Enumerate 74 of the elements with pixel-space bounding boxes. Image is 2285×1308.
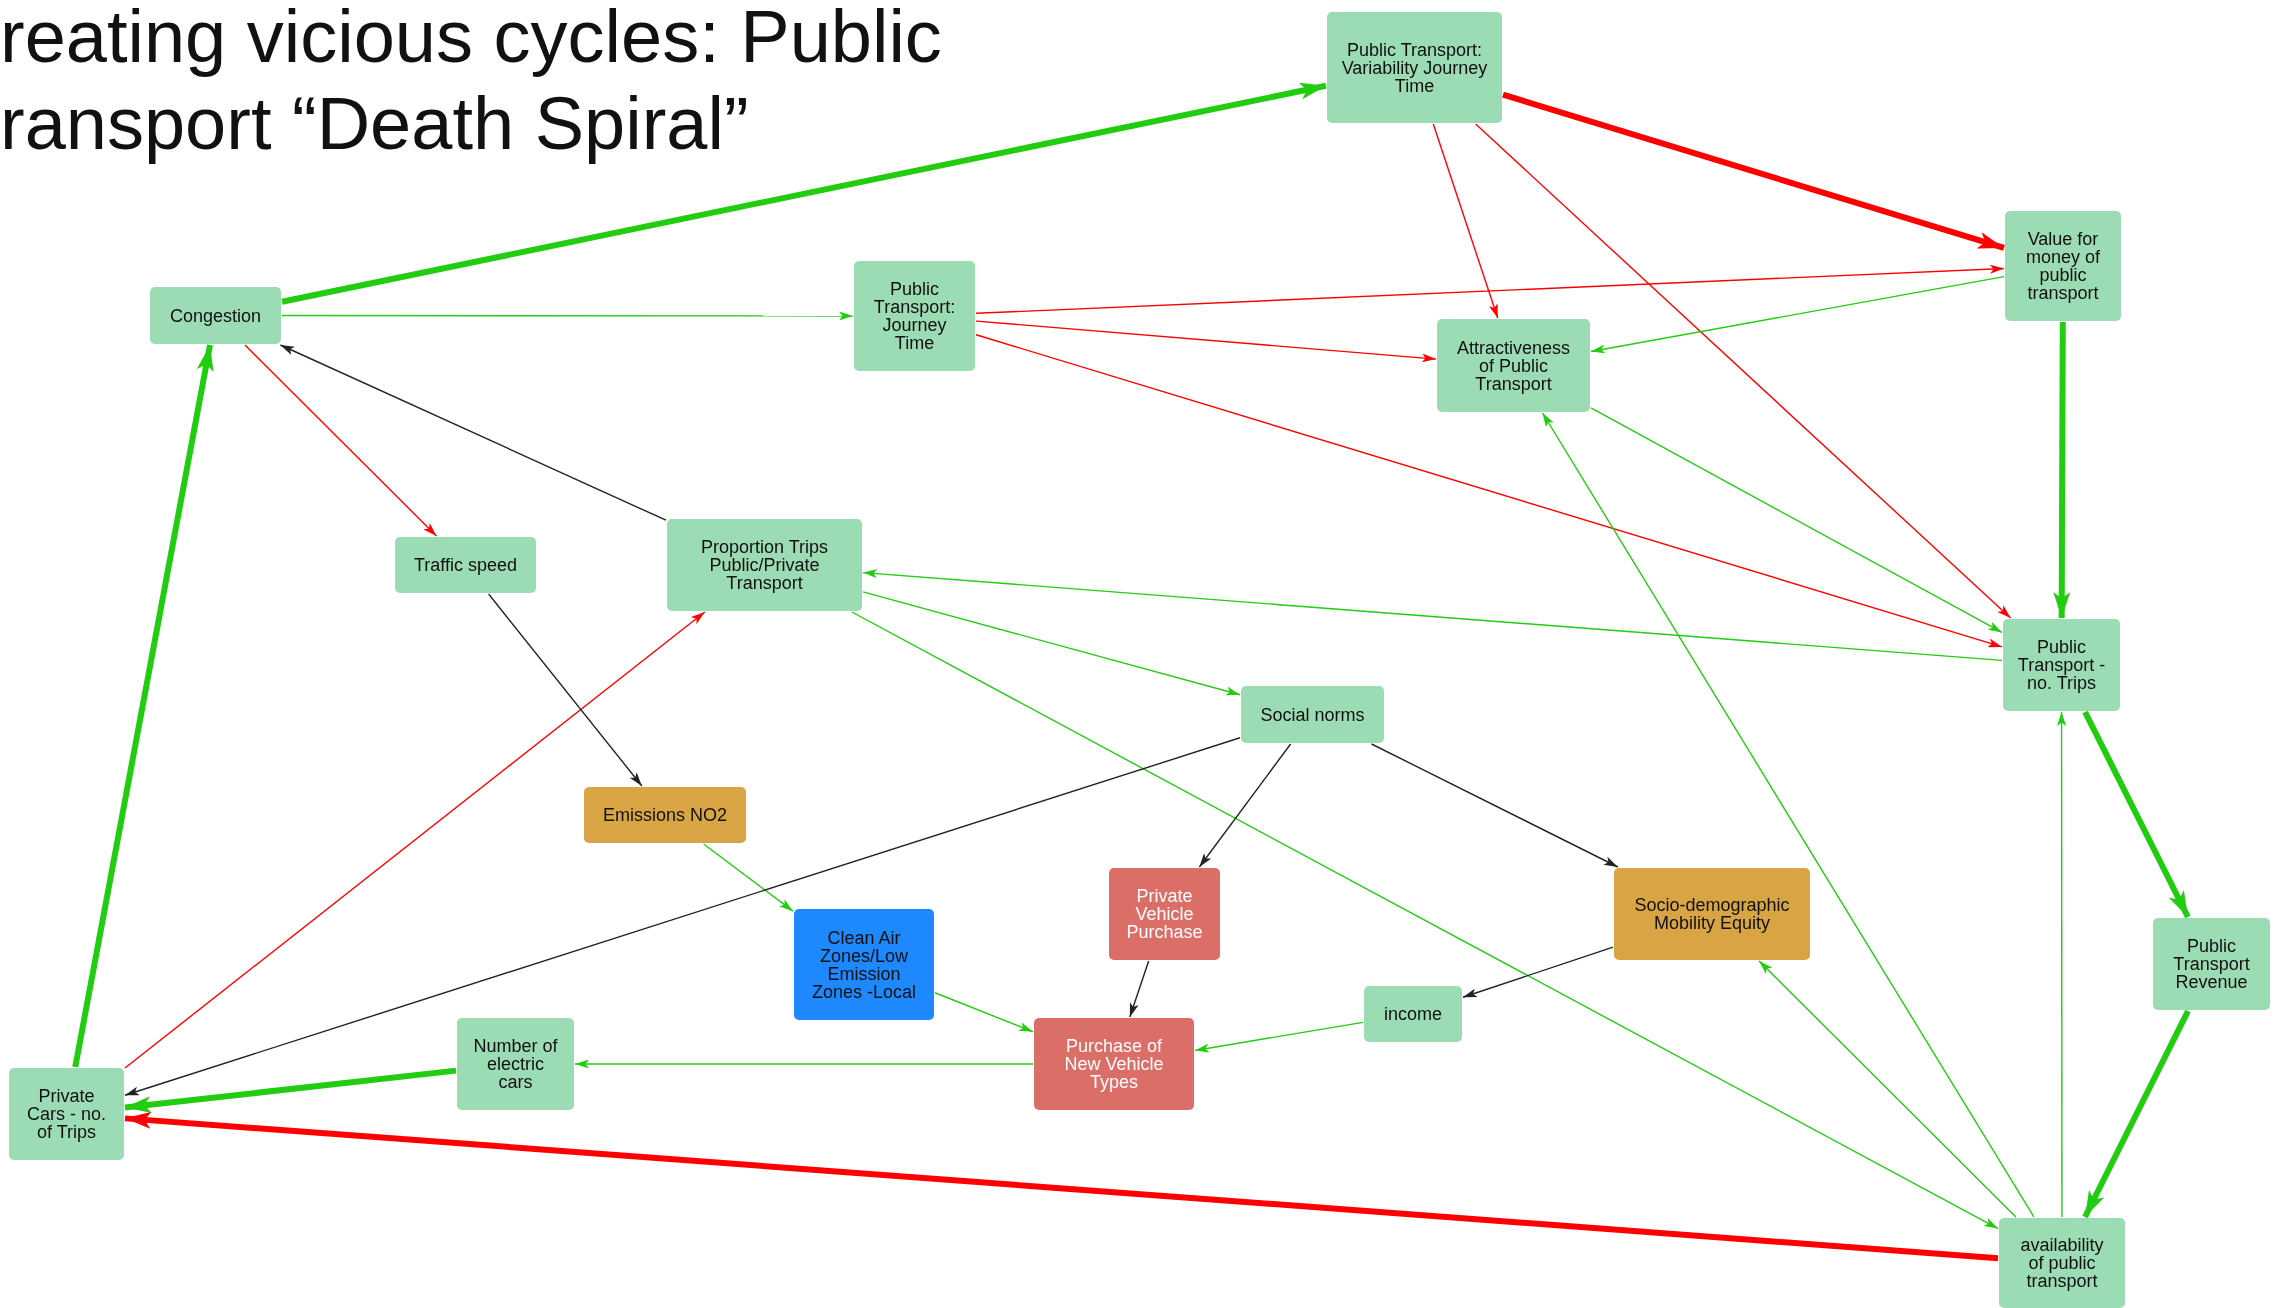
variable-box xyxy=(2005,211,2121,321)
causal-arrow xyxy=(574,1059,1034,1069)
causal-arrow xyxy=(1590,407,2003,634)
node-label: Congestion xyxy=(169,306,262,325)
causal-arrow xyxy=(487,593,643,787)
diagram-title: reating vicious cycles: Public ransport “Death Spiral” xyxy=(0,0,943,167)
node-label: Traffic speed xyxy=(413,556,518,574)
variable-box xyxy=(1364,986,1462,1042)
node-label: Public Transport: Journey Time xyxy=(872,280,957,352)
node-label: availability of public transport xyxy=(2019,1236,2105,1290)
causal-arrow xyxy=(1590,276,2005,354)
causal-arrow xyxy=(2053,322,2071,618)
causal-arrow xyxy=(934,992,1034,1033)
variable-box xyxy=(584,787,746,843)
causal-arrow xyxy=(244,344,438,537)
variable-box xyxy=(395,537,536,593)
causal-arrow xyxy=(1502,91,2005,251)
causal-arrow xyxy=(702,843,794,912)
causal-arrow xyxy=(1475,123,2012,619)
variable-box xyxy=(2153,918,2270,1010)
causal-arrow xyxy=(1198,743,1292,868)
causal-arrow xyxy=(1129,960,1150,1018)
causal-arrow xyxy=(72,344,214,1068)
variable-box xyxy=(457,1018,574,1110)
node-label: Number of electric cars xyxy=(472,1037,559,1091)
causal-arrow xyxy=(124,611,706,1069)
node-label: income xyxy=(1384,1005,1442,1023)
node-label: Emissions NO2 xyxy=(603,806,727,824)
causal-arrow xyxy=(975,264,2005,314)
causal-arrow xyxy=(975,334,2003,648)
node-label: Public Transport - no. Trips xyxy=(2017,638,2106,692)
node-label: Public Transport Revenue xyxy=(2172,937,2251,991)
policy-box xyxy=(794,909,934,1020)
causal-arrow xyxy=(1462,946,1614,998)
causal-arrow xyxy=(1758,960,2017,1218)
causal-arrow xyxy=(862,569,2003,662)
variable-box xyxy=(150,287,281,344)
causal-arrow xyxy=(2057,711,2067,1218)
node-label: Value for money of public transport xyxy=(2024,230,2101,302)
variable-box xyxy=(1999,1218,2125,1308)
causal-arrow xyxy=(1194,1021,1364,1053)
causal-arrow xyxy=(2082,710,2191,919)
variable-box xyxy=(9,1068,124,1160)
causal-arrow xyxy=(279,344,667,521)
variable-box xyxy=(1327,12,1502,123)
causal-arrow xyxy=(124,737,1241,1096)
node-label: Social norms xyxy=(1260,705,1365,724)
variable-box xyxy=(667,519,862,611)
causal-arrow xyxy=(975,320,1437,363)
causal-arrow xyxy=(851,611,1999,1230)
causal-arrow xyxy=(1541,412,2035,1218)
node-label: Socio-demographic Mobility Equity xyxy=(1633,896,1791,932)
causal-arrow xyxy=(2082,1009,2191,1219)
causal-arrow xyxy=(281,82,1327,305)
variable-box xyxy=(1034,1018,1194,1110)
variable-box xyxy=(1437,319,1590,412)
variable-box xyxy=(1241,686,1384,743)
variable-box xyxy=(1614,868,1810,960)
causal-arrow xyxy=(124,1111,1999,1262)
node-label: Private Vehicle Purchase xyxy=(1125,887,1204,941)
causal-arrow xyxy=(1370,743,1619,868)
node-label: Clean Air Zones/Low Emission Zones -Local xyxy=(810,928,918,1001)
node-label: Attractiveness of Public Transport xyxy=(1455,338,1571,393)
causal-arrow xyxy=(281,311,854,321)
causal-arrow xyxy=(124,1067,457,1114)
variable-box xyxy=(1109,868,1220,960)
node-label: Purchase of New Vehicle Types xyxy=(1063,1037,1165,1091)
variable-box xyxy=(854,261,975,371)
node-label: Private Cars - no. of Trips xyxy=(26,1087,107,1141)
variable-box xyxy=(2003,619,2120,711)
causal-arrow xyxy=(1432,123,1499,319)
node-label: Proportion Trips Public/Private Transport xyxy=(699,538,830,592)
causal-arrow xyxy=(862,591,1241,696)
node-label: Public Transport: Variability Journey Time xyxy=(1341,40,1488,95)
